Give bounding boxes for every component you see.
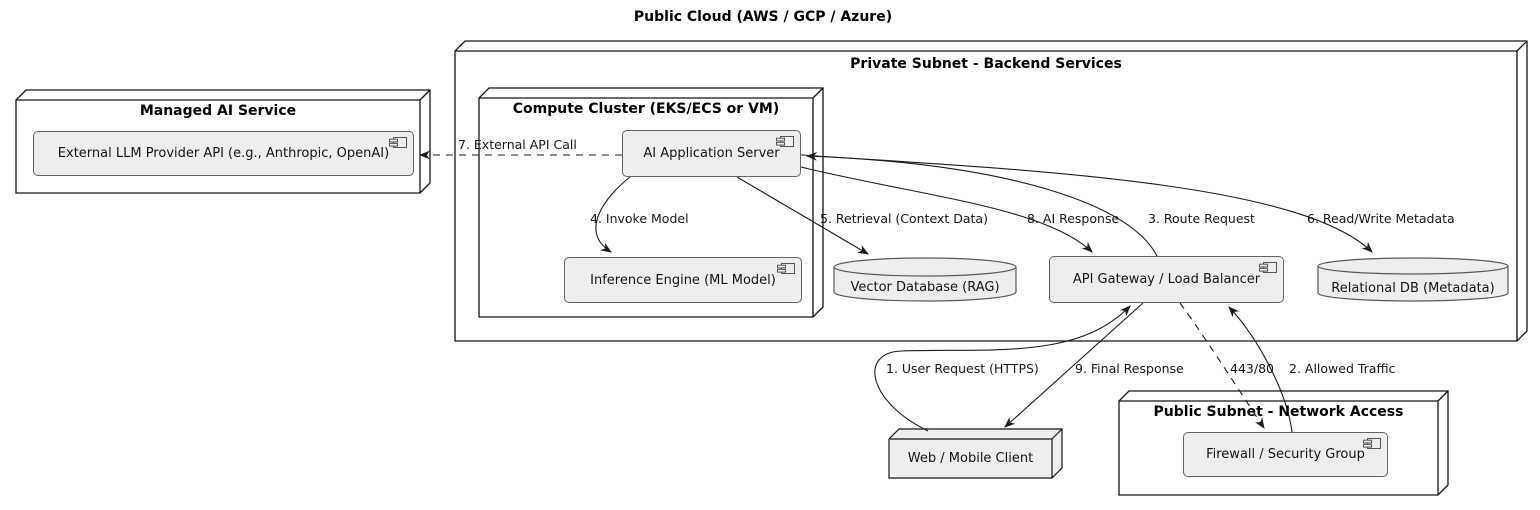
edge-label-6: 6. Read/Write Metadata: [1307, 211, 1455, 226]
ai-app-server-label: AI Application Server: [643, 146, 780, 161]
edge-5-retrieval: [736, 176, 869, 255]
vector-database-label: Vector Database (RAG): [850, 280, 1000, 295]
firewall-component: Firewall / Security Group: [1183, 432, 1388, 477]
edge-label-443: 443/80: [1230, 361, 1274, 376]
edge-label-2: 2. Allowed Traffic: [1289, 361, 1396, 376]
web-mobile-client-label: Web / Mobile Client: [907, 451, 1034, 466]
relational-db-label: Relational DB (Metadata): [1331, 281, 1495, 296]
external-llm-label: External LLM Provider API (e.g., Anthrop…: [57, 146, 390, 161]
inference-engine-component: Inference Engine (ML Model): [564, 257, 802, 303]
private-subnet-title: Private Subnet - Backend Services: [850, 56, 1122, 72]
edge-label-3: 3. Route Request: [1148, 211, 1255, 226]
public-subnet-title: Public Subnet - Network Access: [1153, 404, 1404, 420]
firewall-label: Firewall / Security Group: [1206, 447, 1365, 462]
edge-9-final-response: [1004, 302, 1144, 428]
web-mobile-client-node-shape: [888, 428, 1063, 479]
external-llm-component: External LLM Provider API (e.g., Anthrop…: [33, 131, 414, 176]
edge-6-read-write-metadata: [800, 154, 1373, 253]
edge-3-route-request: [805, 151, 1158, 257]
edge-4-invoke-model: [595, 176, 631, 253]
edge-label-9: 9. Final Response: [1075, 361, 1184, 376]
edge-label-4: 4. Invoke Model: [590, 211, 689, 226]
diagram-title: Public Cloud (AWS / GCP / Azure): [633, 9, 893, 25]
inference-engine-label: Inference Engine (ML Model): [590, 272, 776, 288]
component-icon: [389, 137, 407, 148]
api-gateway-component: API Gateway / Load Balancer: [1049, 256, 1284, 303]
edge-443-80: [1179, 302, 1265, 429]
edge-2-allowed-traffic: [1228, 306, 1293, 433]
component-icon: [1363, 438, 1381, 449]
edge-label-5: 5. Retrieval (Context Data): [820, 211, 988, 226]
edge-label-1: 1. User Request (HTTPS): [886, 361, 1039, 376]
edge-label-7: 7. External API Call: [458, 137, 577, 152]
edge-8-ai-response: [800, 166, 1093, 253]
edge-1-user-request: [874, 305, 1131, 432]
edge-label-8: 8. AI Response: [1027, 211, 1120, 226]
vector-database-cylinder: [833, 257, 1017, 302]
ai-app-server-component: AI Application Server: [622, 130, 801, 177]
component-icon: [776, 136, 794, 147]
component-icon: [777, 263, 795, 274]
relational-db-cylinder: [1317, 257, 1509, 302]
component-icon: [1259, 262, 1277, 273]
compute-cluster-title: Compute Cluster (EKS/ECS or VM): [512, 101, 780, 117]
managed-ai-service-title: Managed AI Service: [139, 103, 297, 119]
api-gateway-label: API Gateway / Load Balancer: [1072, 272, 1261, 287]
